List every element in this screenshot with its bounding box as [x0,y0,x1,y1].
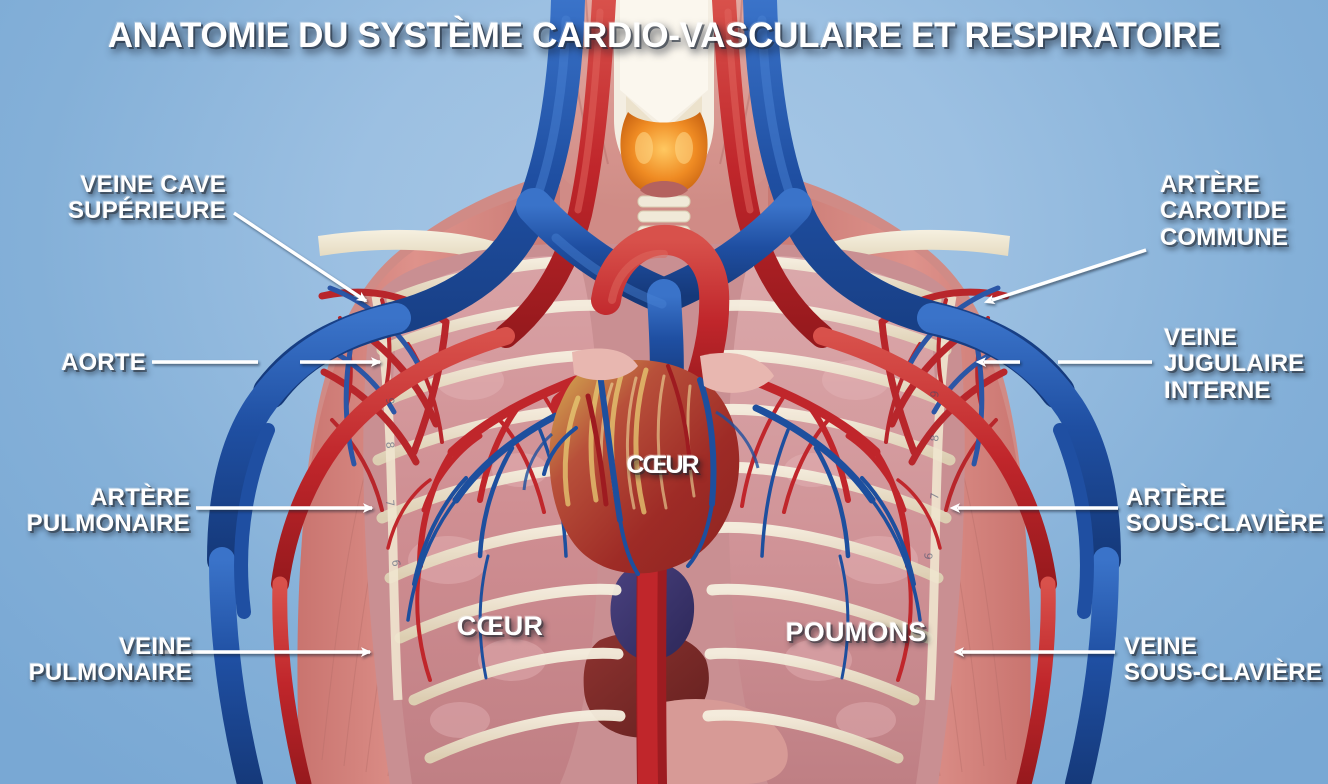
label-veine-cave-superieure[interactable]: VEINE CAVE SUPÉRIEURE [67,171,226,225]
label-veine-pulmonaire[interactable]: VEINE PULMONAIRE [28,633,192,687]
label-heart-overlay[interactable]: CŒUR [626,451,699,479]
label-artere-pulmonaire[interactable]: ARTÈRE PULMONAIRE [26,484,190,538]
label-veine-sous-claviere[interactable]: VEINE SOUS-CLAVIÈRE [1124,633,1323,687]
page-title: ANATOMIE DU SYSTÈME CARDIO-VASCULAIRE ET… [107,16,1221,55]
svg-text:7: 7 [928,492,942,500]
label-aorte[interactable]: AORTE [61,349,146,376]
label-veine-jugulaire-interne[interactable]: VEINE JUGULAIRE INTERNE [1164,324,1305,404]
svg-text:9: 9 [928,390,942,398]
label-poumons[interactable]: POUMONS [785,617,927,647]
svg-text:7: 7 [383,499,397,507]
svg-text:6: 6 [389,559,403,567]
svg-text:9: 9 [383,397,397,405]
label-artere-sous-claviere[interactable]: ARTÈRE SOUS-CLAVIÈRE [1126,484,1325,538]
label-artere-carotide-commune[interactable]: ARTÈRE CAROTIDE COMMUNE [1160,171,1289,251]
svg-text:8: 8 [383,441,397,449]
label-coeur[interactable]: CŒUR [456,611,544,641]
svg-text:6: 6 [922,552,936,560]
svg-text:8: 8 [928,434,942,442]
